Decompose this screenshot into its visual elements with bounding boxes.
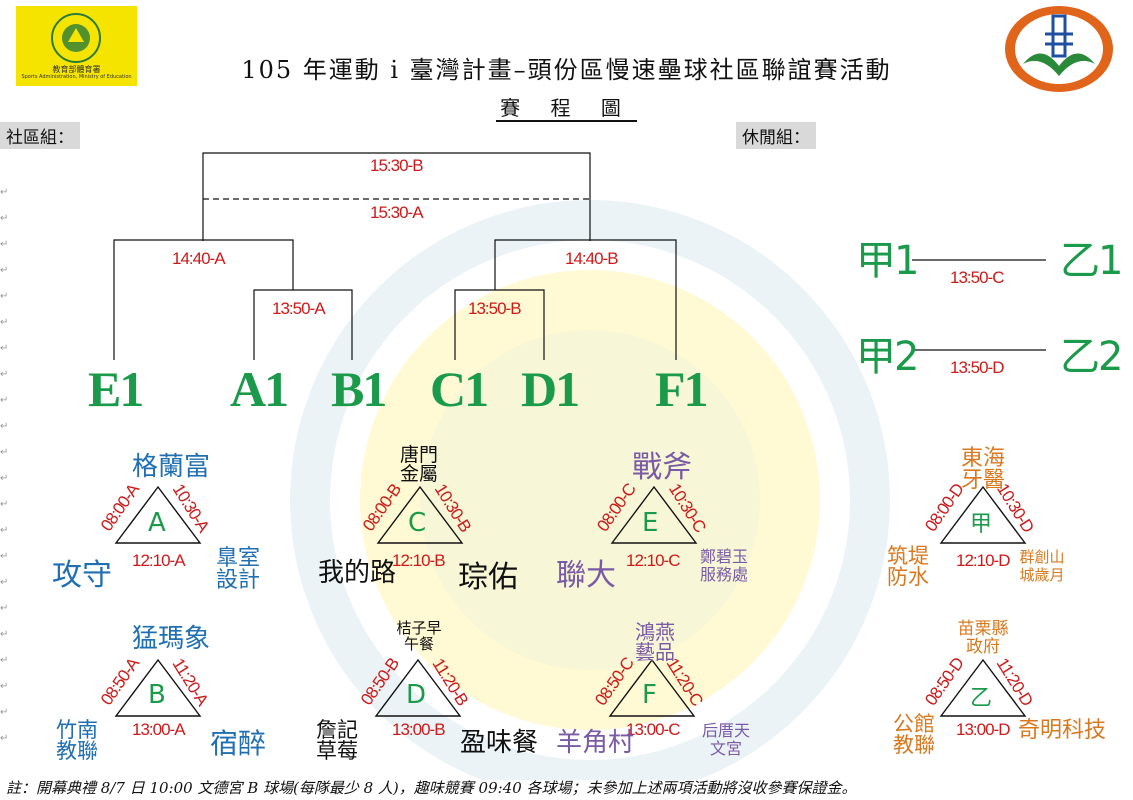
pool-c-right-team: 琮佑 — [458, 560, 518, 595]
pool-a-top-team: 格蘭富 — [132, 452, 211, 482]
pool-e-right-team: 鄭碧玉服務處 — [699, 547, 748, 584]
page-subtitle: 賽 程 圖 — [0, 92, 1133, 122]
pool-jia-left-team: 筑堤防水 — [887, 544, 929, 589]
team-b1: B1 — [331, 361, 387, 417]
final-time-a: 15:30-A — [370, 203, 424, 222]
leisure-time-d: 13:50-D — [950, 358, 1004, 377]
pool-b-time-bottom: 13:00-A — [132, 720, 186, 739]
team-c1: C1 — [430, 361, 489, 417]
leisure-team-jia1: 甲1 — [856, 238, 919, 284]
pool-d-top-team: 桔子早午餐 — [396, 619, 442, 653]
pool-b-top-team: 猛瑪象 — [132, 624, 211, 654]
team-a1: A1 — [230, 361, 289, 417]
pool-c-top-team: 唐門金屬 — [399, 444, 438, 485]
triangle-f — [608, 658, 696, 717]
pool-a-left-team: 攻守 — [52, 558, 112, 593]
leisure-group-label: 休閒組： — [736, 122, 816, 149]
triangle-a — [114, 485, 202, 544]
semi-left-time: 14:40-A — [172, 249, 226, 268]
pool-b-right-team: 宿醉 — [210, 727, 267, 760]
pool-c-left-team: 我的路 — [318, 558, 397, 588]
pool-c-time-bottom: 12:10-B — [392, 551, 446, 570]
pool-f-time-bottom: 13:00-C — [626, 720, 680, 739]
leisure-team-yi2: 乙2 — [1060, 334, 1123, 380]
triangle-yi — [939, 658, 1027, 717]
ministry-logo-text-en: Sports Administration, Ministry of Educa… — [21, 74, 132, 80]
pool-yi-time-bottom: 13:00-D — [956, 720, 1010, 739]
triangle-d — [374, 658, 462, 717]
ministry-logo: 教育部體育署 Sports Administration, Ministry o… — [16, 6, 137, 86]
team-d1: D1 — [521, 361, 580, 417]
ministry-logo-text: 教育部體育署 — [52, 65, 101, 74]
pool-e-letter: E — [642, 508, 659, 538]
pool-yi-letter: 乙 — [970, 686, 993, 711]
ministry-emblem-icon — [51, 13, 101, 63]
paragraph-marks: ↵↵↵↵↵↵↵↵↵↵↵↵↵↵↵↵↵↵↵↵↵↵ — [0, 187, 9, 744]
pool-yi-right-team: 奇明科技 — [1018, 718, 1107, 743]
triangle-c — [376, 485, 464, 544]
pool-f-letter: F — [642, 680, 657, 710]
pool-jia-letter: 甲 — [970, 512, 993, 537]
final-time-b: 15:30-B — [370, 156, 424, 175]
pool-d-left-team: 詹記草莓 — [316, 718, 358, 763]
pool-d-letter: D — [406, 680, 427, 710]
pool-f-left-team: 羊角村 — [556, 728, 635, 758]
pool-f-top-team: 鴻燕藝品 — [635, 620, 675, 664]
pool-e-top-team: 戰斧 — [632, 450, 692, 485]
triangle-b — [114, 658, 202, 717]
pool-c-letter: C — [408, 508, 427, 538]
pool-a-letter: A — [148, 508, 166, 538]
footer-note: 註：開幕典禮 8/7 日 10:00 文德宮 B 球場(每隊最少 8 人)，趣味… — [6, 779, 857, 797]
page-title: 105 年運動 i 臺灣計畫–頭份區慢速壘球社區聯誼賽活動 — [241, 56, 892, 84]
team-f1: F1 — [655, 361, 709, 417]
triangle-e — [610, 485, 698, 544]
subtitle-text: 賽 程 圖 — [496, 96, 637, 122]
pool-b-letter: B — [148, 680, 166, 710]
pool-a-right-team: 臯室設計 — [215, 546, 260, 593]
pool-yi-left-team: 公館教聯 — [893, 712, 935, 757]
pool-d-right-team: 盈味餐 — [460, 728, 539, 758]
pool-yi-top-team: 苗栗縣政府 — [957, 619, 1009, 657]
pool-e-left-team: 聯大 — [556, 558, 616, 593]
community-group-label: 社區組： — [0, 122, 80, 149]
qf-left-time: 13:50-A — [272, 299, 326, 318]
qf-right-time: 13:50-B — [468, 299, 522, 318]
team-e1: E1 — [88, 361, 144, 417]
pool-f-right-team: 后厝天文宮 — [701, 721, 750, 758]
pool-a-time-bottom: 12:10-A — [132, 551, 186, 570]
leisure-team-yi1: 乙1 — [1060, 238, 1123, 284]
pool-b-left-team: 竹南教聯 — [56, 718, 98, 763]
pool-d-time-bottom: 13:00-B — [392, 720, 446, 739]
pool-jia-top-team: 東海牙醫 — [960, 446, 1005, 493]
leisure-time-c: 13:50-C — [950, 268, 1004, 287]
triangle-jia — [939, 485, 1027, 544]
leisure-team-jia2: 甲2 — [856, 334, 919, 380]
association-emblem-icon — [1005, 6, 1113, 92]
pool-jia-time-bottom: 12:10-D — [956, 551, 1010, 570]
pool-jia-right-team: 群創山城歲月 — [1019, 548, 1065, 584]
semi-right-time: 14:40-B — [565, 249, 619, 268]
pool-e-time-bottom: 12:10-C — [626, 551, 680, 570]
